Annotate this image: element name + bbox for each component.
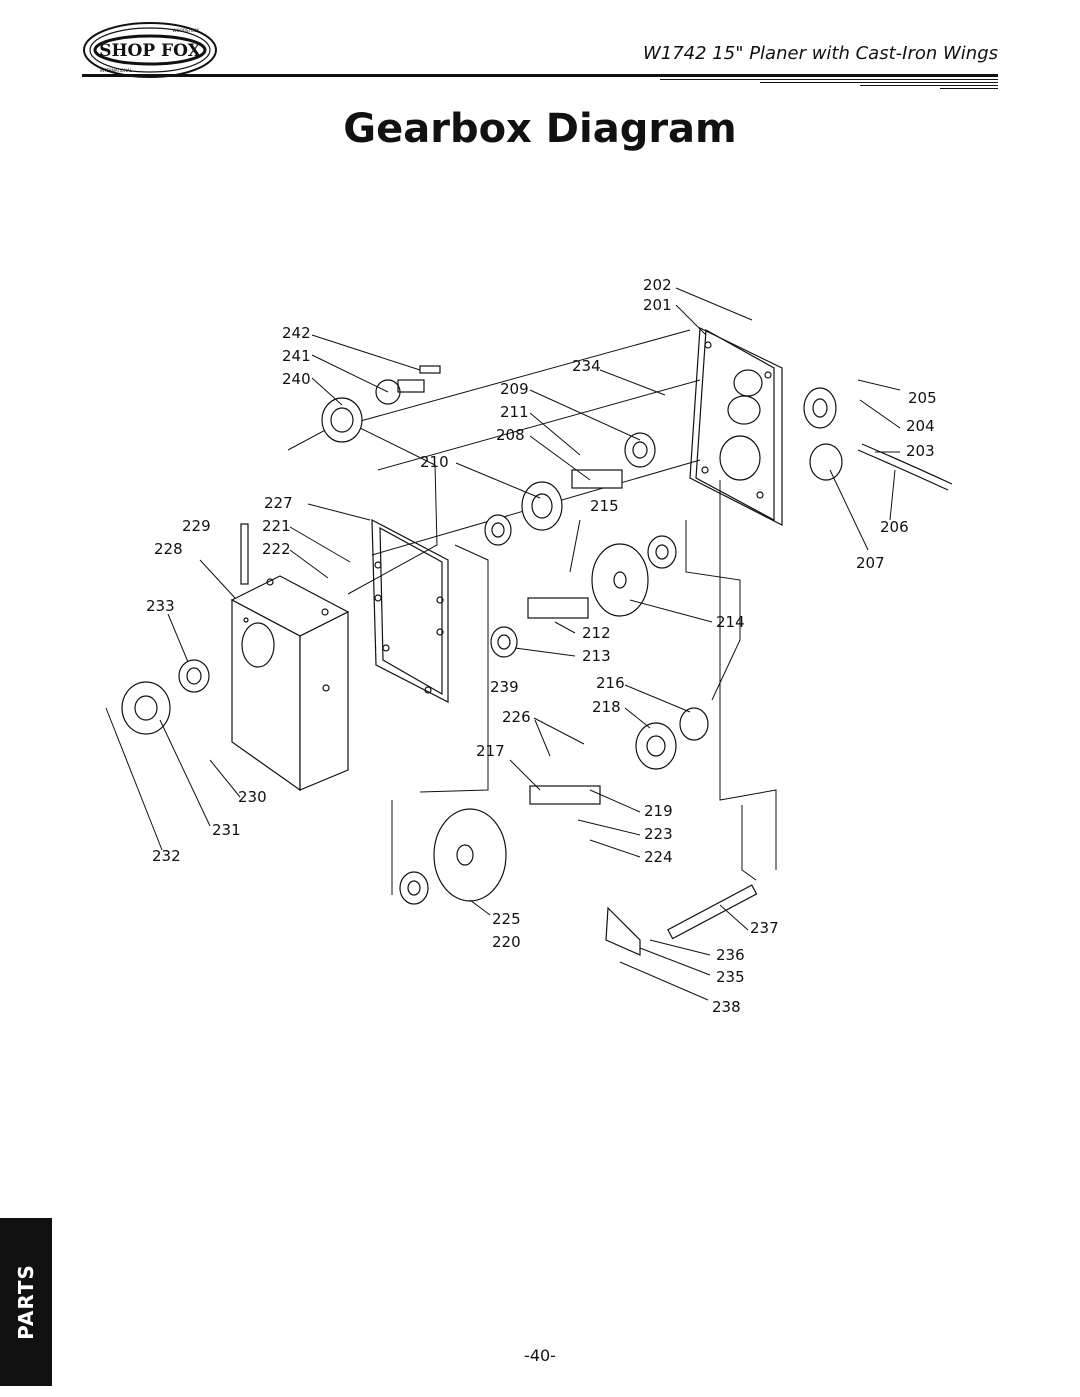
part-label-232: 232	[152, 847, 181, 865]
parts-section-tab: PARTS	[0, 1218, 52, 1386]
part-label-209: 209	[500, 380, 529, 398]
gear-large-220	[433, 808, 507, 902]
header-rule-thick	[82, 74, 998, 77]
gear-210	[521, 481, 563, 531]
part-labels: 202 201 242 241 240 234 209 211 208 210 …	[146, 276, 937, 1016]
part-label-242: 242	[282, 324, 311, 342]
parts-tab-label: PARTS	[14, 1264, 38, 1340]
part-label-236: 236	[716, 946, 745, 964]
part-label-207: 207	[856, 554, 885, 572]
flange-232	[121, 681, 171, 735]
bearing-221	[484, 514, 512, 546]
page-title: Gearbox Diagram	[343, 106, 737, 152]
bearing-218	[635, 722, 677, 770]
part-label-217: 217	[476, 742, 505, 760]
part-label-213: 213	[582, 647, 611, 665]
shift-fork-235	[605, 906, 641, 956]
part-label-205: 205	[908, 389, 937, 407]
part-label-219: 219	[644, 802, 673, 820]
shift-shaft-237	[667, 884, 758, 940]
part-label-206: 206	[880, 518, 909, 536]
part-label-231: 231	[212, 821, 241, 839]
part-label-220: 220	[492, 933, 521, 951]
sprocket-205	[803, 387, 837, 429]
part-label-228: 228	[154, 540, 183, 558]
part-label-237: 237	[750, 919, 779, 937]
bearing-216	[679, 707, 709, 741]
bearing-225	[399, 871, 429, 905]
shaft-212	[527, 597, 589, 619]
part-label-233: 233	[146, 597, 175, 615]
part-label-239: 239	[490, 678, 519, 696]
bearing-213	[490, 626, 518, 658]
gearbox-housing	[230, 575, 350, 792]
part-label-204: 204	[906, 417, 935, 435]
bolt-229	[240, 523, 249, 585]
part-label-235: 235	[716, 968, 745, 986]
part-label-223: 223	[644, 825, 673, 843]
bearing-233	[178, 659, 210, 693]
rear-plate	[689, 327, 783, 526]
part-label-218: 218	[592, 698, 621, 716]
part-label-212: 212	[582, 624, 611, 642]
part-label-203: 203	[906, 442, 935, 460]
shaft-208	[571, 469, 623, 489]
shaft-217	[529, 785, 601, 805]
part-label-234: 234	[572, 357, 601, 375]
part-label-240: 240	[282, 370, 311, 388]
bolt-240	[419, 365, 441, 374]
bearing-214	[647, 535, 677, 569]
part-label-210: 210	[420, 453, 449, 471]
bearing-242	[321, 397, 363, 443]
shop-fox-logo: SHOP FOX WOODSTOCK INTERNATIONAL	[83, 22, 217, 78]
pulley-207	[809, 443, 843, 481]
part-label-224: 224	[644, 848, 673, 866]
header-title: W1742 15" Planer with Cast-Iron Wings	[642, 43, 998, 64]
logo-ring-top: WOODSTOCK	[173, 28, 200, 33]
part-label-222: 222	[262, 540, 291, 558]
part-label-202: 202	[643, 276, 672, 294]
diagram-drawing	[121, 327, 953, 956]
header-rule-2	[760, 82, 998, 83]
gear-large-214	[591, 543, 649, 617]
part-label-227: 227	[264, 494, 293, 512]
part-label-216: 216	[596, 674, 625, 692]
gear-241	[375, 379, 425, 405]
assembly-lines	[287, 329, 777, 895]
header-rule-3	[860, 85, 998, 86]
header-rule-1	[660, 79, 998, 80]
part-label-215: 215	[590, 497, 619, 515]
page-number: -40-	[524, 1346, 556, 1365]
logo-brand-text: SHOP FOX	[99, 41, 201, 61]
part-label-238: 238	[712, 998, 741, 1016]
part-label-201: 201	[643, 296, 672, 314]
part-label-230: 230	[238, 788, 267, 806]
part-label-226: 226	[502, 708, 531, 726]
bearing-209	[624, 432, 656, 468]
part-label-221: 221	[262, 517, 291, 535]
part-label-241: 241	[282, 347, 311, 365]
part-label-229: 229	[182, 517, 211, 535]
part-label-208: 208	[496, 426, 525, 444]
gasket	[371, 518, 449, 703]
logo-ring-bottom: INTERNATIONAL	[100, 68, 133, 73]
chain-203	[857, 443, 953, 491]
leader-lines	[105, 287, 901, 1001]
part-label-225: 225	[492, 910, 521, 928]
part-label-214: 214	[716, 613, 745, 631]
header-rule-4	[940, 88, 998, 89]
part-label-211: 211	[500, 403, 529, 421]
